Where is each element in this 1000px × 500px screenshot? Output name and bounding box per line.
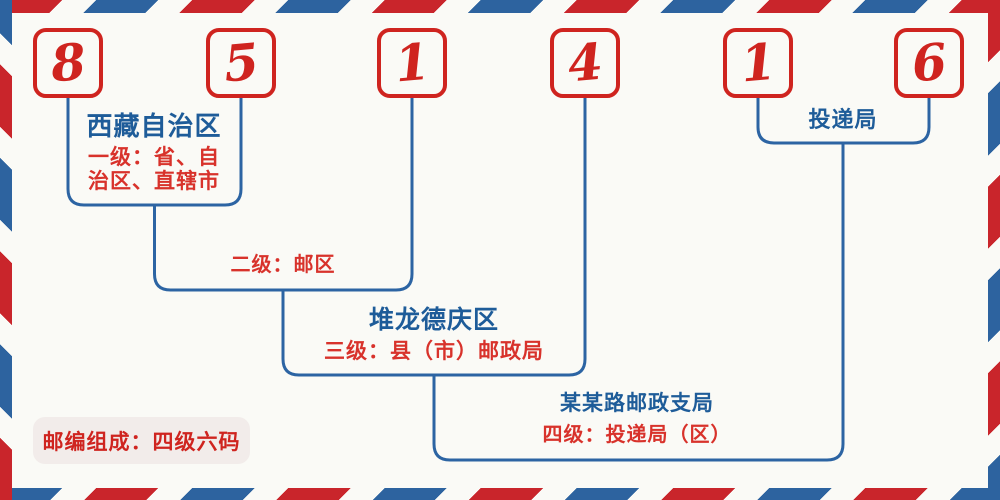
digit-5: 1 <box>738 31 778 94</box>
level2-description: 二级：邮区 <box>230 254 336 276</box>
digit-1: 8 <box>48 31 88 94</box>
level4-description: 四级：投递局（区） <box>542 424 732 446</box>
level1-description-line2: 治区、直辖市 <box>88 170 220 193</box>
envelope-border-left <box>0 0 12 500</box>
level3-region-name: 堆龙德庆区 <box>368 306 500 334</box>
level1-description-line1: 一级：省、自 <box>88 146 220 169</box>
digit-6: 6 <box>909 31 949 94</box>
bracket-delivery-connector <box>756 97 931 145</box>
footer-badge-text: 邮编组成：四级六码 <box>42 430 241 454</box>
level1-region-name: 西藏自治区 <box>86 111 222 141</box>
digit-3: 1 <box>392 31 432 94</box>
digit-box-2: 5 <box>206 28 276 98</box>
digit-box-6: 6 <box>894 28 964 98</box>
digit-box-5: 1 <box>723 28 793 98</box>
digit-box-4: 4 <box>550 28 620 98</box>
level3-description: 三级：县（市）邮政局 <box>324 340 544 363</box>
footer-badge: 邮编组成：四级六码 <box>33 417 250 464</box>
digit-4: 4 <box>565 31 605 94</box>
envelope-border-bottom <box>0 488 1000 500</box>
envelope-border-right <box>988 0 1000 500</box>
digit-box-3: 1 <box>377 28 447 98</box>
delivery-office-label: 投递局 <box>808 107 878 132</box>
level4-region-name: 某某路邮政支局 <box>560 392 714 415</box>
envelope-border-top <box>0 0 1000 13</box>
digit-box-1: 8 <box>33 28 103 98</box>
digit-2: 5 <box>221 31 261 94</box>
bracket-level4-connector <box>432 143 845 462</box>
